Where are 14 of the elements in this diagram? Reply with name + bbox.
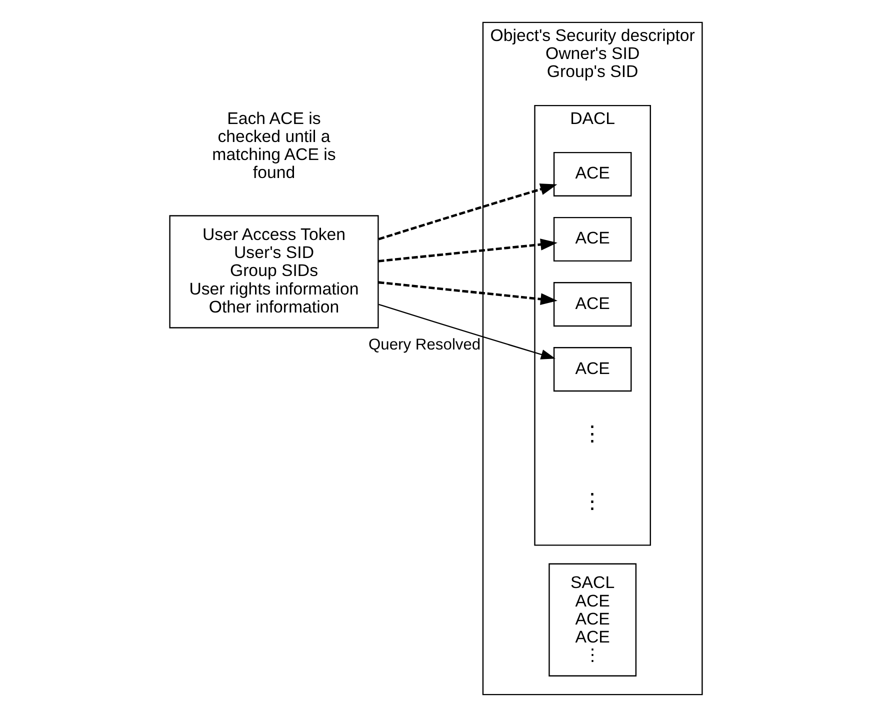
arrow: [378, 238, 558, 262]
label: Each ACE is checked until a matching ACE is found: [212, 108, 336, 182]
label: ⋮: [582, 488, 604, 514]
label: ⋮: [582, 420, 604, 446]
node-box: SACL ACE ACE ACE ⋮: [548, 563, 637, 676]
node-box: User Access Token User's SID Group SIDs User rights information Other information: [169, 215, 379, 328]
arrow: [378, 281, 558, 305]
node-box: ACE: [553, 347, 632, 392]
arrow: [378, 304, 556, 360]
arrow: [378, 184, 558, 240]
node-box: ACE: [553, 282, 632, 327]
node-box: ACE: [553, 216, 632, 262]
edge-label: Query Resolved: [368, 336, 481, 354]
node-box: ACE: [553, 152, 632, 196]
